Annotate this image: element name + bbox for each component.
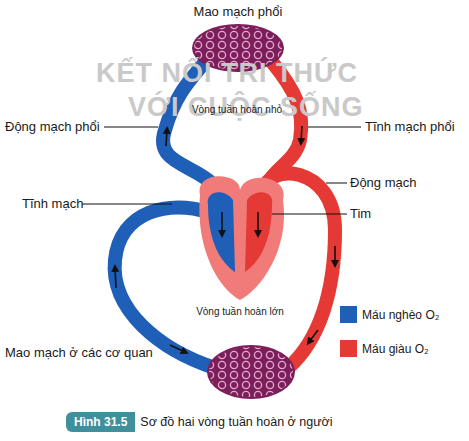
part-label: Mao mạch ở các cơ quan bbox=[5, 345, 153, 361]
figure-caption: Sơ đồ hai vòng tuần hoàn ở người bbox=[140, 414, 332, 430]
loop-label: Vòng tuần hoàn lớn bbox=[196, 306, 284, 318]
part-label: Mao mạch phổi bbox=[194, 4, 283, 20]
watermark: KẾT NỐI TRI THỨC bbox=[96, 58, 358, 88]
figure-number: Hình 31.5 bbox=[66, 412, 135, 432]
loop-label: Vòng tuần hoàn nhỏ bbox=[192, 104, 282, 116]
legend-swatch bbox=[340, 340, 357, 357]
part-label: Tĩnh mạch bbox=[22, 196, 83, 212]
part-label: Tim bbox=[350, 206, 371, 222]
legend-swatch bbox=[340, 306, 357, 323]
part-label: Động mạch phổi bbox=[5, 119, 100, 135]
legend-text: Máu giàu O₂ bbox=[362, 341, 429, 357]
part-label: Tĩnh mạch phổi bbox=[365, 119, 455, 135]
legend-text: Máu nghèo O₂ bbox=[362, 307, 439, 323]
part-label: Động mạch bbox=[350, 175, 416, 191]
